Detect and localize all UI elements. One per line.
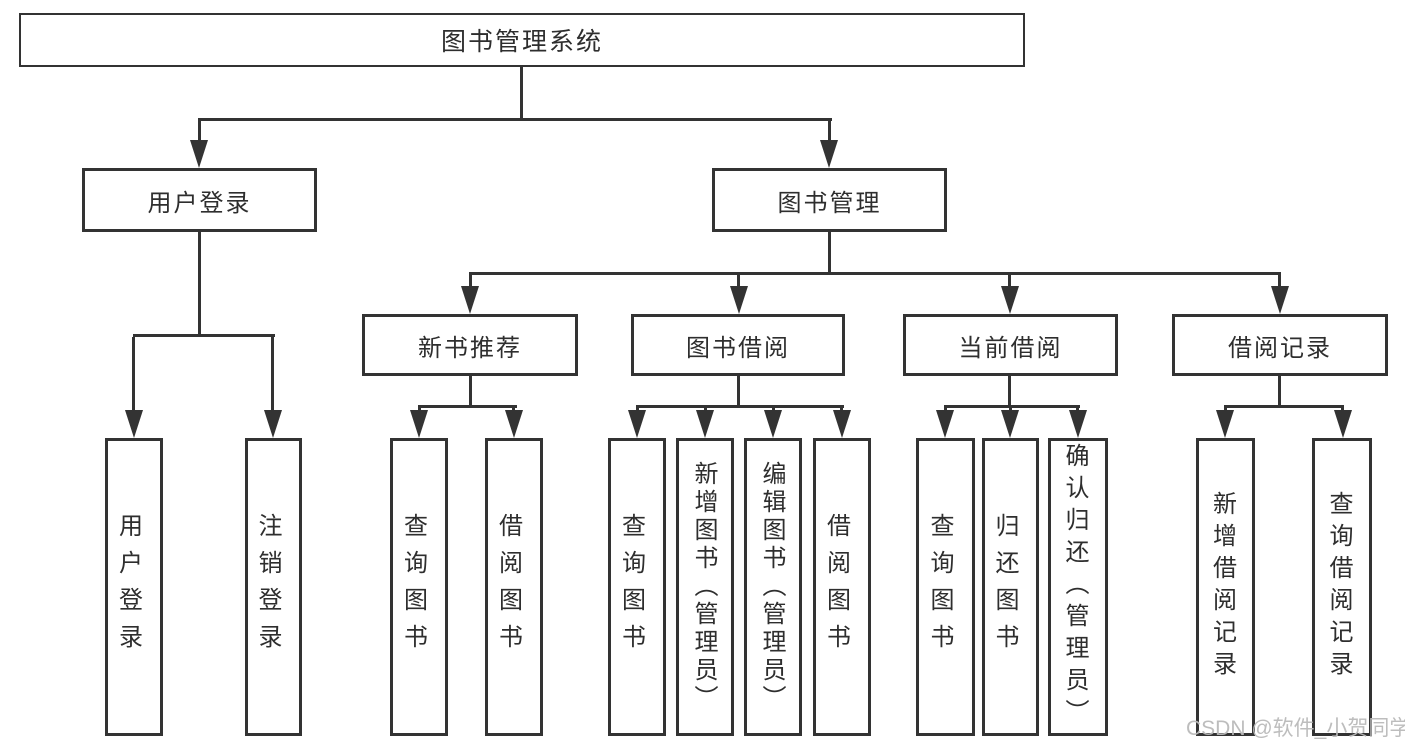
node-library-system: 图书管理系统: [19, 13, 1025, 67]
arrowhead-down-icon: [696, 410, 714, 438]
arrowhead-down-icon: [730, 286, 748, 314]
node-label: 查询图书: [617, 513, 645, 661]
node-label: 注销登录: [254, 513, 281, 661]
leaf-confirm-return-admin: 确认归还（管理员）: [1048, 438, 1108, 736]
connector-line: [737, 376, 740, 407]
arrowhead-down-icon: [1216, 410, 1234, 438]
leaf-search-books-current: 查询图书: [916, 438, 975, 736]
arrowhead-down-icon: [833, 410, 851, 438]
leaf-borrow-books-recommend: 借阅图书: [485, 438, 543, 736]
connector-line: [132, 337, 135, 411]
leaf-search-borrow-record: 查询借阅记录: [1312, 438, 1372, 736]
node-label: 新书推荐: [418, 334, 522, 362]
leaf-search-books: 查询图书: [608, 438, 666, 736]
connector-line: [636, 405, 844, 408]
arrowhead-down-icon: [764, 410, 782, 438]
node-label: 确认归还（管理员）: [1061, 443, 1088, 731]
leaf-add-borrow-record: 新增借阅记录: [1196, 438, 1255, 736]
arrowhead-down-icon: [264, 410, 282, 438]
arrowhead-down-icon: [190, 140, 208, 168]
node-label: 归还图书: [991, 513, 1018, 661]
csdn-watermark: CSDN @软件_小贺同学: [1186, 717, 1405, 740]
connector-line: [828, 232, 831, 274]
arrowhead-down-icon: [936, 410, 954, 438]
node-label: 查询图书: [399, 513, 427, 661]
node-label: 图书管理系统: [440, 28, 603, 56]
node-new-book-recommendation: 新书推荐: [362, 314, 578, 376]
arrowhead-down-icon: [1334, 410, 1352, 438]
node-label: 借阅记录: [1228, 334, 1332, 362]
node-label: 查询图书: [926, 513, 953, 661]
node-label: 查询借阅记录: [1325, 491, 1352, 683]
connector-line: [944, 405, 1080, 408]
connector-line: [1008, 376, 1011, 407]
connector-line: [828, 121, 831, 143]
node-label: 新增借阅记录: [1208, 491, 1236, 683]
arrowhead-down-icon: [505, 410, 523, 438]
leaf-borrow-books: 借阅图书: [813, 438, 871, 736]
node-label: 借阅图书: [822, 513, 850, 661]
node-current-borrowing: 当前借阅: [903, 314, 1118, 376]
connector-line: [198, 121, 201, 143]
connector-line: [198, 232, 201, 336]
connector-line: [1278, 275, 1281, 287]
node-book-management: 图书管理: [712, 168, 947, 232]
node-label: 图书借阅: [686, 334, 790, 362]
connector-line: [469, 272, 1281, 275]
node-borrow-records: 借阅记录: [1172, 314, 1388, 376]
arrowhead-down-icon: [410, 410, 428, 438]
leaf-search-books-recommend: 查询图书: [390, 438, 448, 736]
leaf-add-books-admin: 新增图书（管理员）: [676, 438, 734, 736]
leaf-edit-books-admin: 编辑图书（管理员）: [744, 438, 802, 736]
node-label: 当前借阅: [958, 334, 1063, 362]
node-label: 用户登录: [147, 189, 252, 217]
connector-line: [1008, 275, 1011, 287]
connector-line: [418, 405, 517, 408]
leaf-logout: 注销登录: [245, 438, 302, 736]
arrowhead-down-icon: [1069, 410, 1087, 438]
node-label: 借阅图书: [494, 513, 522, 661]
node-label: 用户登录: [114, 513, 142, 661]
leaf-user-login: 用户登录: [105, 438, 163, 736]
node-label: 新增图书（管理员）: [690, 461, 717, 713]
arrowhead-down-icon: [1001, 286, 1019, 314]
arrowhead-down-icon: [820, 140, 838, 168]
connector-line: [469, 275, 472, 287]
leaf-return-books: 归还图书: [982, 438, 1039, 736]
node-label: 编辑图书（管理员）: [758, 461, 785, 713]
connector-line: [1278, 376, 1281, 407]
arrowhead-down-icon: [1271, 286, 1289, 314]
node-label: 图书管理: [777, 189, 882, 217]
arrowhead-down-icon: [1001, 410, 1019, 438]
node-user-login: 用户登录: [82, 168, 317, 232]
connector-line: [133, 334, 275, 337]
arrowhead-down-icon: [461, 286, 479, 314]
connector-line: [1224, 405, 1344, 408]
connector-line: [198, 118, 832, 121]
arrowhead-down-icon: [125, 410, 143, 438]
connector-line: [271, 337, 274, 411]
arrowhead-down-icon: [628, 410, 646, 438]
connector-line: [520, 67, 523, 120]
connector-line: [737, 275, 740, 287]
connector-line: [469, 376, 472, 407]
node-book-borrowing: 图书借阅: [631, 314, 845, 376]
